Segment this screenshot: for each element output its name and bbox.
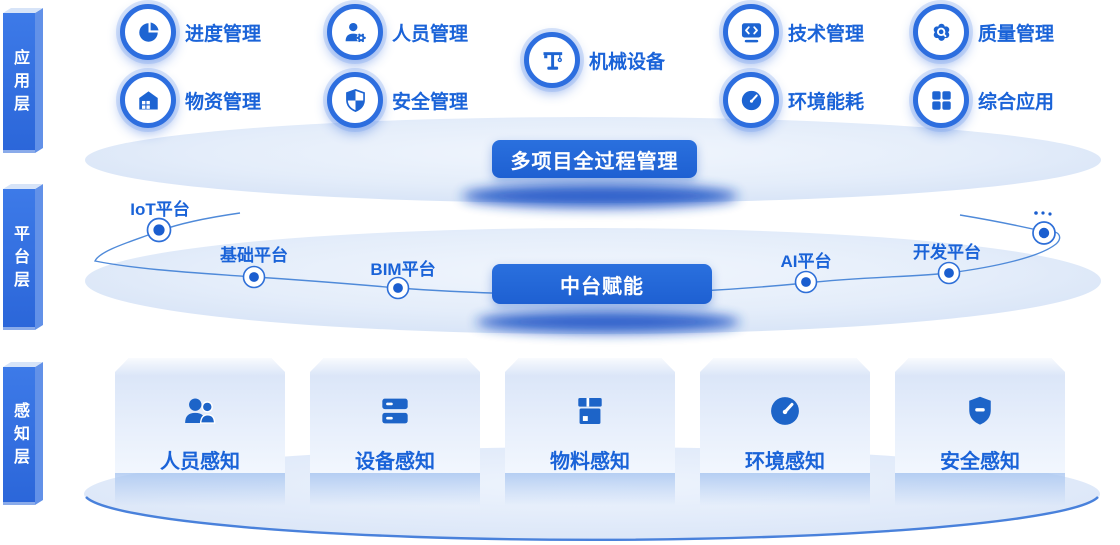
card-label: 设备感知: [355, 451, 435, 473]
card-label: 人员感知: [160, 451, 240, 473]
card-reflection: [310, 473, 480, 506]
module-label: 环境能耗: [788, 91, 865, 113]
app-ellipse-shadow: [462, 184, 738, 208]
platform-label-base: 基础平台: [220, 246, 288, 265]
card-label: 物料感知: [550, 451, 630, 473]
gauge-icon: [766, 392, 804, 435]
app-layer-tab-label: 应用层: [11, 48, 28, 118]
platform-label-bim: BIM平台: [370, 260, 436, 279]
module-label: 人员管理: [392, 23, 469, 45]
module-safety: 安全管理: [327, 72, 468, 128]
platform-node-dev: [937, 261, 961, 285]
perception-layer-tab-label: 感知层: [11, 401, 28, 471]
card-reflection: [895, 473, 1065, 506]
card-environment-perception: 环境感知: [700, 358, 870, 473]
gauge-icon: [723, 72, 779, 128]
platform-node-more: [1032, 221, 1056, 245]
platform-label-iot: IoT平台: [130, 200, 190, 219]
module-label: 物资管理: [185, 91, 262, 113]
shield-check-icon: [327, 72, 383, 128]
module-technology: 技术管理: [723, 4, 864, 60]
tab-top-face: [3, 362, 43, 367]
module-environment-energy: 环境能耗: [723, 72, 864, 128]
middle-platform-button: 中台赋能: [492, 264, 712, 304]
multi-project-management-button: 多项目全过程管理: [492, 140, 697, 178]
shield-minus-icon: [961, 392, 999, 435]
card-reflection: [115, 473, 285, 506]
platform-layer-tab-label: 平台层: [11, 225, 28, 294]
equipment-icon: [376, 392, 414, 435]
tower-crane-icon: [524, 32, 580, 88]
module-materials: 物资管理: [120, 72, 261, 128]
platform-node-bim: [386, 276, 410, 300]
card-reflection: [505, 473, 675, 506]
module-quality: 质量管理: [913, 4, 1054, 60]
module-label: 进度管理: [185, 23, 262, 45]
module-label: 质量管理: [978, 23, 1055, 45]
warehouse-icon: [120, 72, 176, 128]
gear-magnifier-icon: [913, 4, 969, 60]
module-comprehensive: 综合应用: [913, 72, 1054, 128]
tab-top-face: [3, 184, 43, 189]
platform-label-dev: 开发平台: [913, 243, 981, 262]
card-material-perception: 物料感知: [505, 358, 675, 473]
material-box-icon: [571, 392, 609, 435]
person-gear-icon: [327, 4, 383, 60]
platform-label-ai: AI平台: [780, 252, 832, 271]
perception-ellipse-rim: [85, 496, 1099, 542]
card-reflection: [700, 473, 870, 506]
card-safety-perception: 安全感知: [895, 358, 1065, 473]
platform-node-base: [242, 265, 266, 289]
tab-platform-layer: 平台层: [3, 184, 47, 330]
people-icon: [181, 392, 219, 435]
module-label: 技术管理: [788, 23, 865, 45]
platform-node-ai: [794, 270, 818, 294]
tab-application-layer: 应用层: [3, 8, 47, 153]
module-label: 安全管理: [392, 91, 469, 113]
more-dots-icon: [1034, 211, 1052, 216]
module-label: 综合应用: [978, 91, 1055, 113]
tab-top-face: [3, 8, 43, 13]
card-equipment-perception: 设备感知: [310, 358, 480, 473]
app-grid-icon: [913, 72, 969, 128]
platform-node-iot: [146, 217, 172, 243]
module-label: 机械设备: [589, 51, 666, 73]
module-progress: 进度管理: [120, 4, 261, 60]
pie-chart-icon: [120, 4, 176, 60]
module-machinery: 机械设备: [524, 32, 665, 88]
card-personnel-perception: 人员感知: [115, 358, 285, 473]
tab-perception-layer: 感知层: [3, 362, 47, 505]
card-label: 环境感知: [745, 451, 825, 473]
card-label: 安全感知: [940, 451, 1020, 473]
platform-ellipse-shadow: [476, 311, 740, 333]
module-personnel: 人员管理: [327, 4, 468, 60]
code-window-icon: [723, 4, 779, 60]
